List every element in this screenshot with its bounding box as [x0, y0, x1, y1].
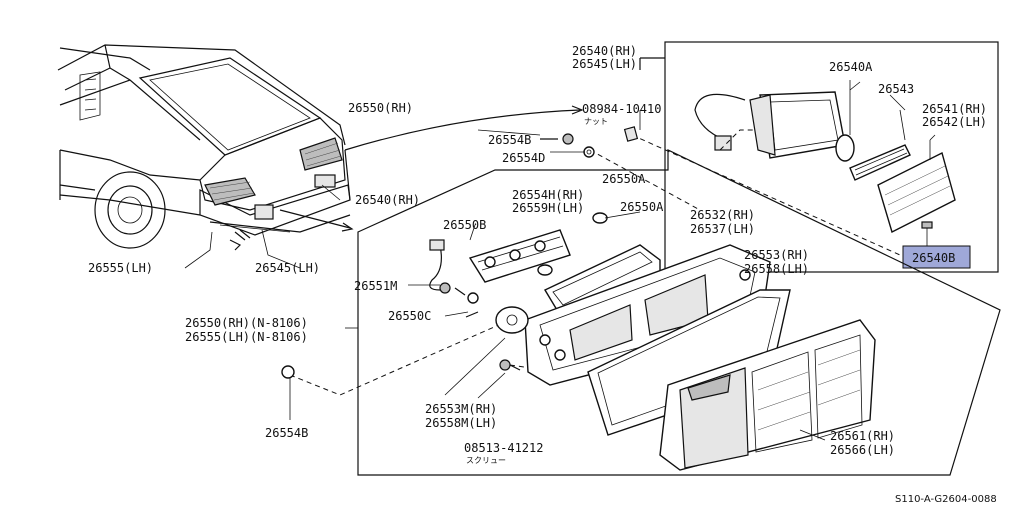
label-26559h-lh: 26559H(LH) — [512, 201, 584, 215]
leader-lines — [184, 81, 936, 441]
assembly-frame — [357, 149, 1001, 476]
arrow-to-assembly-top — [571, 105, 584, 115]
label-26540-rh-car: 26540(RH) — [355, 193, 420, 207]
highlight-26540b — [902, 245, 971, 269]
side-marker-box — [664, 41, 999, 273]
label-26554h-rh: 26554H(RH) — [512, 188, 584, 202]
label-26558m-lh: 26558M(LH) — [425, 416, 497, 430]
label-26554d: 26554D — [502, 151, 545, 165]
gasket-26553 — [587, 289, 791, 436]
label-08513: 08513-41212 — [464, 441, 543, 455]
car-illustration — [57, 44, 351, 251]
dash-26554b — [289, 319, 511, 396]
labels: 26540(RH) 26545(LH) 26540A 26543 26541(R… — [88, 44, 997, 505]
label-26537-lh: 26537(LH) — [690, 222, 755, 236]
label-08513-sub: スクリュー — [466, 456, 506, 465]
label-26555-n8106: 26555(LH)(N-8106) — [185, 330, 308, 344]
lamp-housing — [524, 244, 771, 386]
dash-26554d — [589, 149, 701, 211]
reference-code: S110-A-G2604-0088 — [895, 494, 997, 505]
label-26555-lh: 26555(LH) — [88, 261, 153, 275]
label-26543: 26543 — [878, 82, 914, 96]
label-26550c: 26550C — [388, 309, 431, 323]
label-26558-lh: 26558(LH) — [744, 262, 809, 276]
label-26550-rh: 26550(RH) — [348, 101, 413, 115]
label-26550-n8106: 26550(RH)(N-8106) — [185, 316, 308, 330]
label-08984-sub: ナット — [584, 117, 608, 126]
side-marker-parts — [694, 80, 956, 248]
label-26540a: 26540A — [829, 60, 873, 74]
bulb-sockets — [429, 211, 641, 318]
dash-nut — [631, 134, 901, 256]
label-26553-rh: 26553(RH) — [744, 248, 809, 262]
label-26554b-bottom: 26554B — [265, 426, 308, 440]
label-26545-lh: 26545(LH) — [572, 57, 637, 71]
arrow-to-frame — [341, 222, 354, 232]
label-26553m-rh: 26553M(RH) — [425, 402, 497, 416]
label-26566-lh: 26566(LH) — [830, 443, 895, 457]
leader-car-to-assembly — [344, 109, 581, 151]
hardware-top — [540, 126, 639, 158]
clip-26554b — [281, 365, 295, 379]
socket-plate — [495, 306, 529, 334]
leader-car-to-frame — [279, 209, 351, 229]
label-26550a-2: 26550A — [620, 200, 664, 214]
label-26540b: 26540B — [912, 251, 955, 265]
label-26561-rh: 26561(RH) — [830, 429, 895, 443]
lens-26561 — [659, 319, 876, 471]
label-26551m: 26551M — [354, 279, 397, 293]
label-26550b: 26550B — [443, 218, 486, 232]
label-26540-rh: 26540(RH) — [572, 44, 637, 58]
label-26554b-top: 26554B — [488, 133, 531, 147]
label-26550a-1: 26550A — [602, 172, 646, 186]
label-26545-lh-car: 26545(LH) — [255, 261, 320, 275]
label-26542-lh: 26542(LH) — [922, 115, 987, 129]
label-26541-rh: 26541(RH) — [922, 102, 987, 116]
label-08984: 08984-10410 — [582, 102, 661, 116]
label-26532-rh: 26532(RH) — [690, 208, 755, 222]
